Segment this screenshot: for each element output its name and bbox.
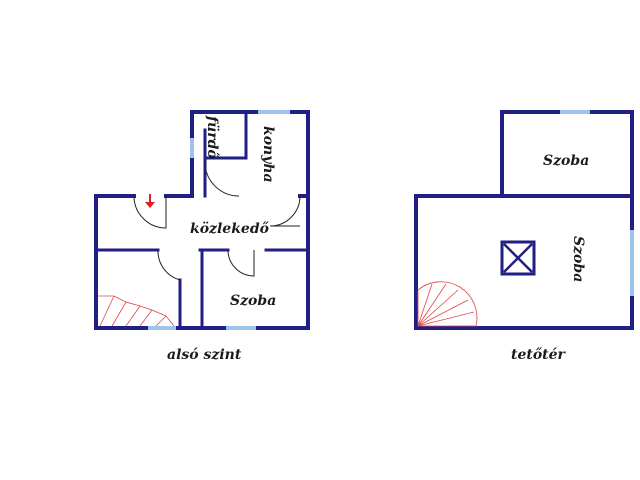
bathroom-label: fürdő xyxy=(204,115,220,159)
hallway-label: közlekedő xyxy=(190,221,270,237)
attic-stairs xyxy=(417,281,478,327)
ground-floor-stairs xyxy=(98,295,175,327)
room-label: Szoba xyxy=(230,293,276,309)
ground-floor-windows xyxy=(148,110,290,330)
ground-floor-plan: fürdő konyha közlekedő Szoba alsó szint xyxy=(94,110,310,363)
attic-windows xyxy=(560,110,634,296)
red-down-arrow-icon xyxy=(145,194,155,208)
roof-hatch-icon xyxy=(500,240,536,276)
ground-floor-walls xyxy=(94,110,310,330)
ground-floor-doors xyxy=(133,161,301,281)
attic-plan: Szoba Szoba tetőtér xyxy=(414,110,634,363)
attic-caption: tetőtér xyxy=(511,347,567,363)
attic-room-top-label: Szoba xyxy=(543,153,589,169)
attic-walls xyxy=(414,110,634,330)
kitchen-label: konyha xyxy=(260,126,276,183)
attic-room-main-label: Szoba xyxy=(570,236,586,282)
ground-floor-caption: alsó szint xyxy=(167,347,242,363)
